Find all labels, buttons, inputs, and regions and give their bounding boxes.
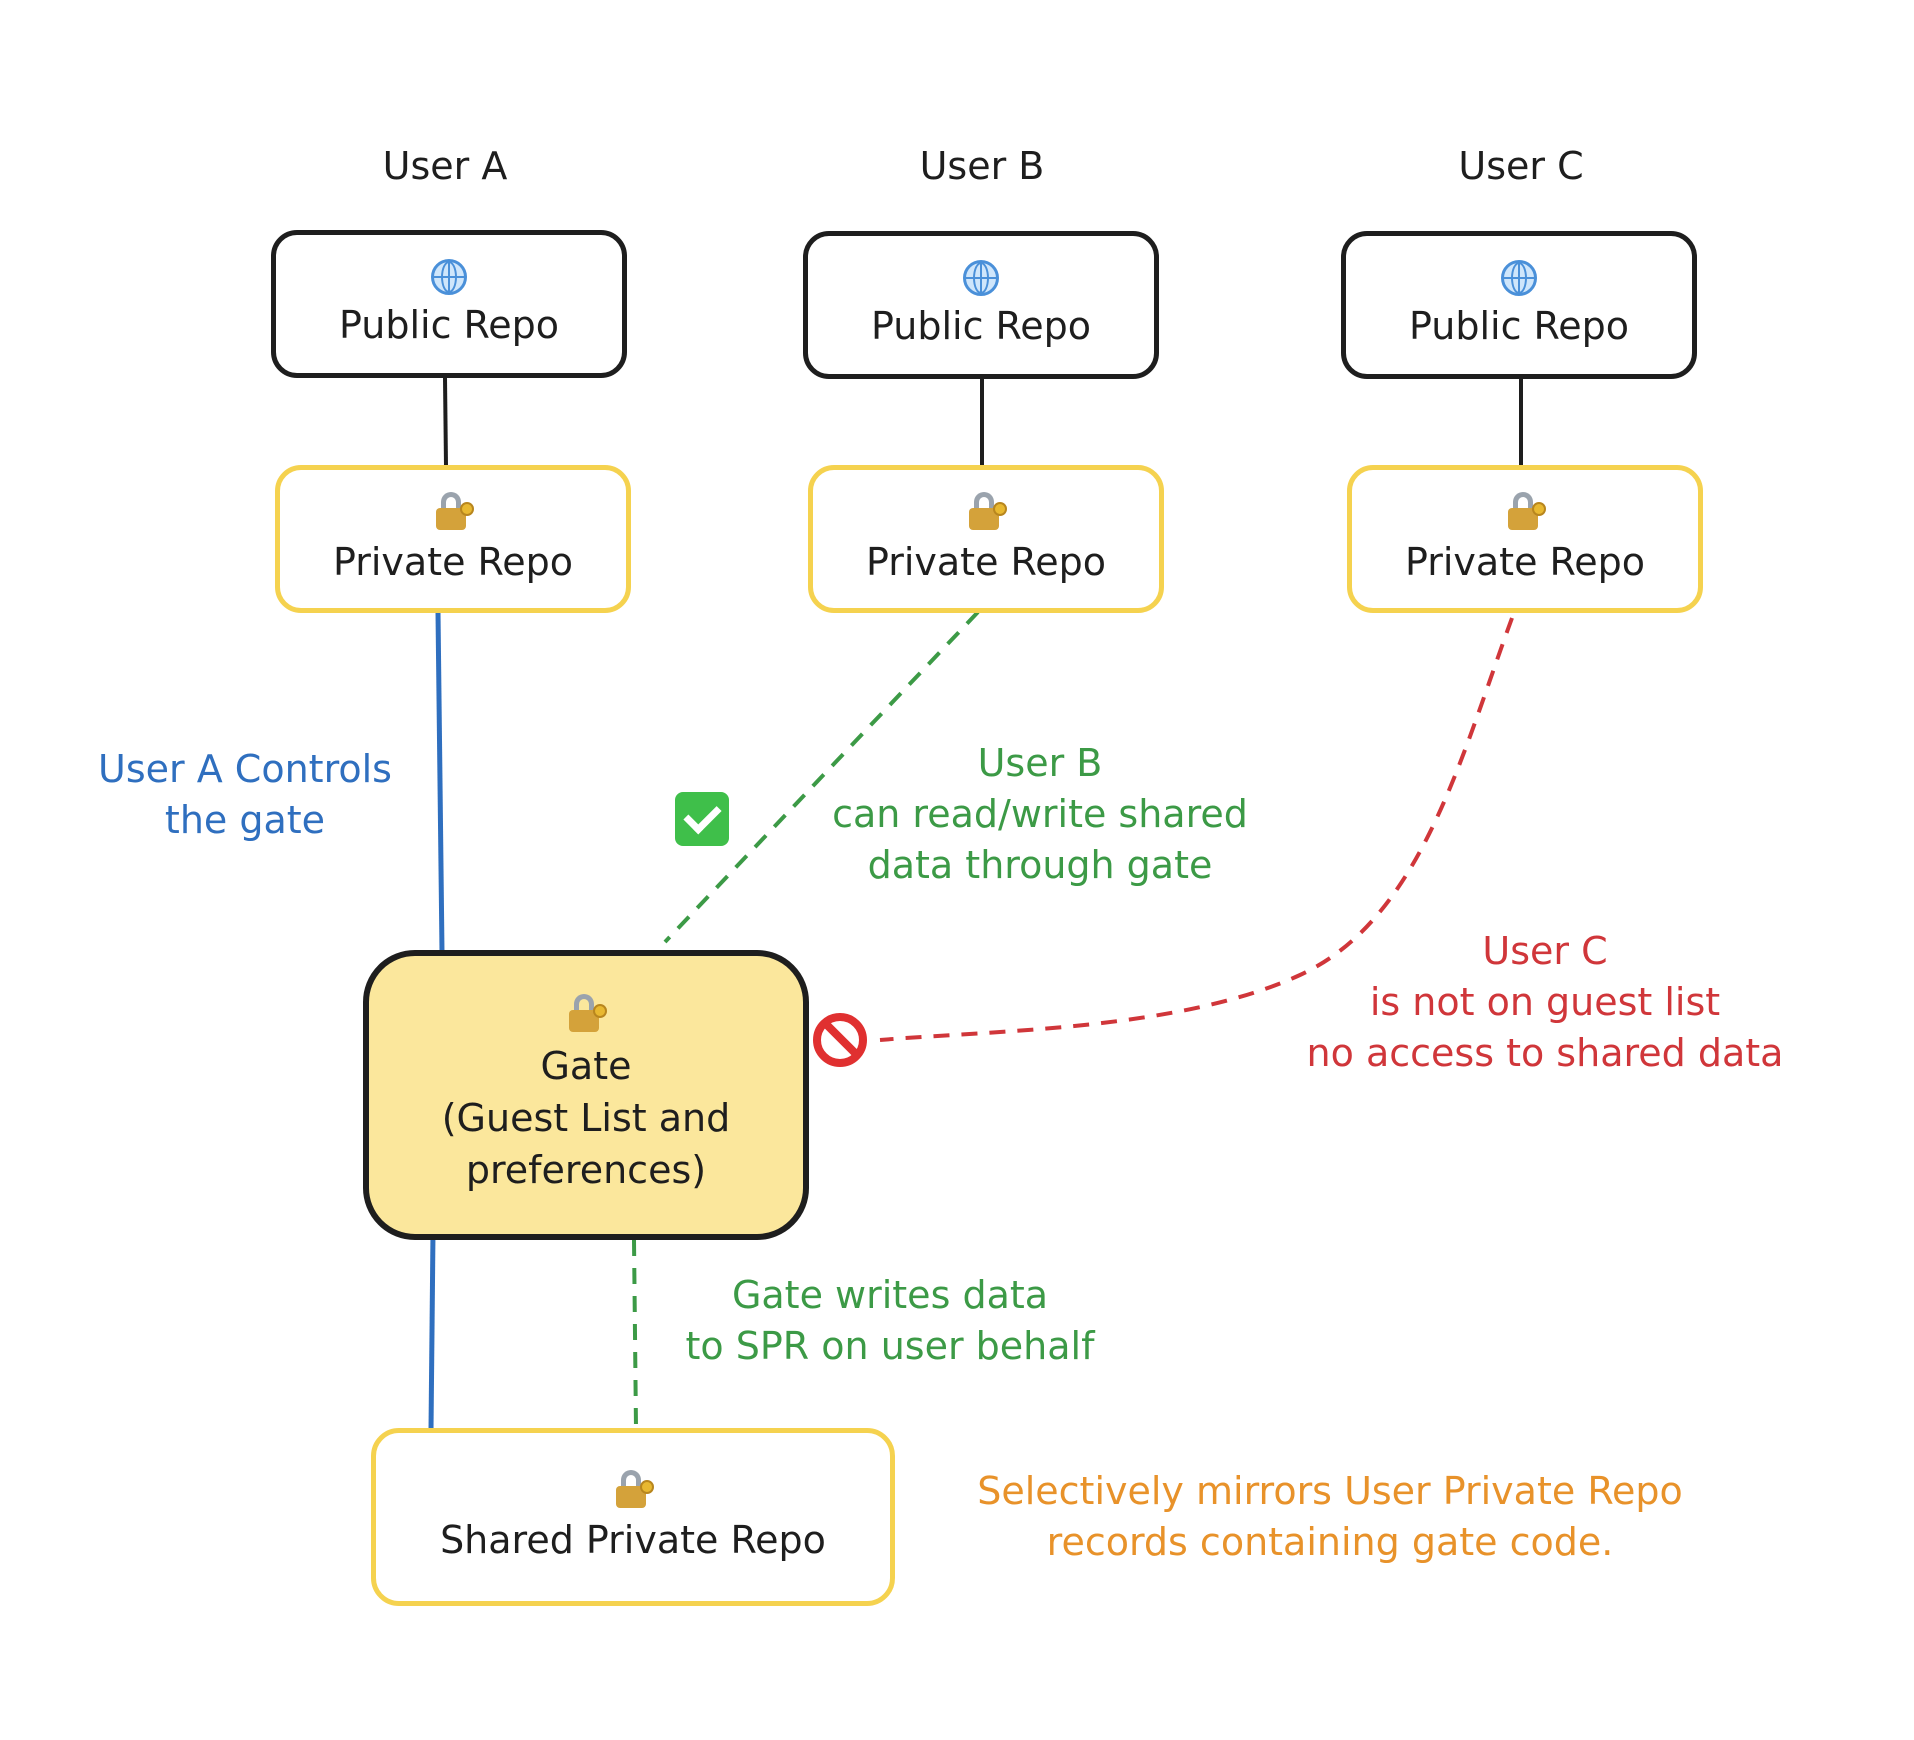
shared-private-repo[interactable]: Shared Private Repo — [371, 1428, 895, 1606]
check-icon — [675, 792, 729, 846]
user-c-denied-note: User C is not on guest list no access to… — [1280, 926, 1810, 1079]
lock-icon — [614, 1470, 654, 1510]
user-a-label: User A — [382, 144, 508, 188]
user-a-public-repo[interactable]: Public Repo — [271, 230, 627, 378]
user-b-access-note: User B can read/write shared data throug… — [815, 738, 1265, 891]
globe-icon — [963, 260, 999, 296]
lock-icon — [434, 492, 474, 532]
note-line: data through gate — [867, 843, 1213, 887]
note-line: is not on guest list — [1369, 980, 1721, 1024]
user-b-label: User B — [919, 144, 1045, 188]
connector-gate-to-shared-repo — [428, 1231, 436, 1431]
lock-icon — [967, 492, 1007, 532]
user-b-public-repo[interactable]: Public Repo — [803, 231, 1159, 379]
gate-writes-note: Gate writes data to SPR on user behalf — [660, 1270, 1120, 1372]
note-line: User A Controls — [98, 747, 392, 791]
connector-gate-writes-spr — [632, 1239, 638, 1429]
no-entry-icon — [813, 1013, 867, 1067]
gate-title: Gate — [540, 1044, 632, 1088]
globe-icon — [1501, 260, 1537, 296]
globe-icon — [431, 259, 467, 295]
mirror-note: Selectively mirrors User Private Repo re… — [930, 1466, 1730, 1568]
note-line: can read/write shared — [832, 792, 1248, 836]
public-repo-label: Public Repo — [871, 304, 1091, 348]
user-a-controls-note: User A Controls the gate — [80, 744, 410, 846]
private-repo-label: Private Repo — [332, 540, 573, 584]
gate-node[interactable]: Gate (Guest List and preferences) — [363, 950, 809, 1240]
lock-icon — [567, 994, 607, 1034]
user-b-private-repo[interactable]: Private Repo — [808, 465, 1164, 613]
note-line: to SPR on user behalf — [685, 1324, 1095, 1368]
lock-icon — [1506, 492, 1546, 532]
private-repo-label: Private Repo — [1404, 540, 1645, 584]
connector-user-a-public-private — [443, 377, 448, 467]
note-line: the gate — [164, 798, 326, 842]
note-line: User C — [1482, 929, 1608, 973]
public-repo-label: Public Repo — [339, 303, 559, 347]
public-repo-label: Public Repo — [1409, 304, 1629, 348]
connector-user-c-denied — [879, 617, 1514, 1042]
user-c-label: User C — [1458, 144, 1584, 188]
shared-private-repo-label: Shared Private Repo — [440, 1518, 826, 1562]
private-repo-label: Private Repo — [865, 540, 1106, 584]
user-a-private-repo[interactable]: Private Repo — [275, 465, 631, 613]
gate-subtitle-line2: preferences) — [465, 1148, 707, 1192]
note-line: Selectively mirrors User Private Repo — [977, 1469, 1683, 1513]
note-line: records containing gate code. — [1046, 1520, 1614, 1564]
gate-subtitle-line1: (Guest List and — [441, 1096, 731, 1140]
connector-user-a-to-gate — [435, 611, 445, 953]
user-c-private-repo[interactable]: Private Repo — [1347, 465, 1703, 613]
note-line: User B — [977, 741, 1103, 785]
connector-user-b-to-gate — [663, 610, 980, 944]
note-line: no access to shared data — [1306, 1031, 1784, 1075]
user-c-public-repo[interactable]: Public Repo — [1341, 231, 1697, 379]
note-line: Gate writes data — [731, 1273, 1049, 1317]
